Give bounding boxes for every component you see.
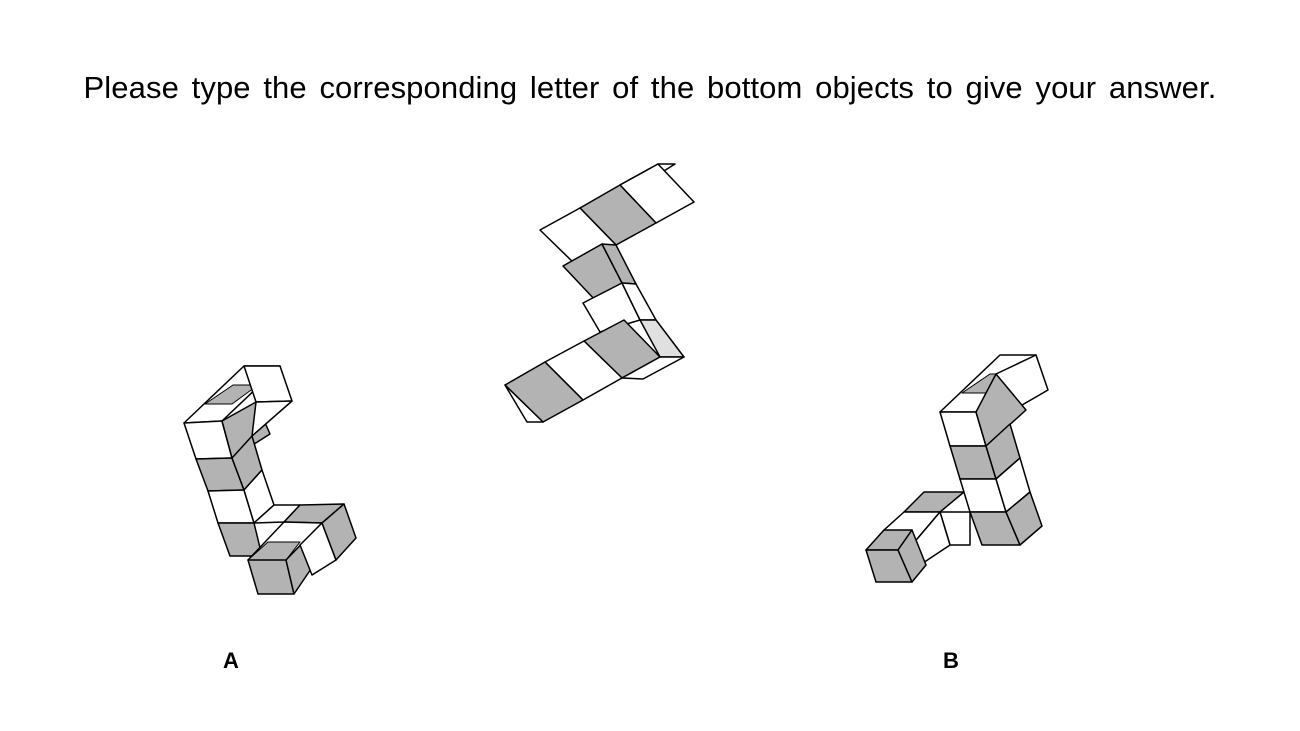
option-a-label: A xyxy=(223,648,239,673)
a-cube-low-front-4 xyxy=(321,503,357,561)
b-cube-top-right xyxy=(975,373,1027,447)
instruction-text: Please type the corresponding letter of … xyxy=(83,70,1217,105)
ref-cube-low-3-bottom xyxy=(504,384,544,423)
b-cube-low-end-side xyxy=(897,529,927,583)
a-cube-top-side2 xyxy=(251,400,293,437)
option-b-label: B xyxy=(943,648,959,673)
b-cube-low-top-1 xyxy=(903,491,965,513)
ref-cube-low-1-bottom xyxy=(621,356,685,380)
b-cube-col-3-side xyxy=(1005,491,1043,546)
